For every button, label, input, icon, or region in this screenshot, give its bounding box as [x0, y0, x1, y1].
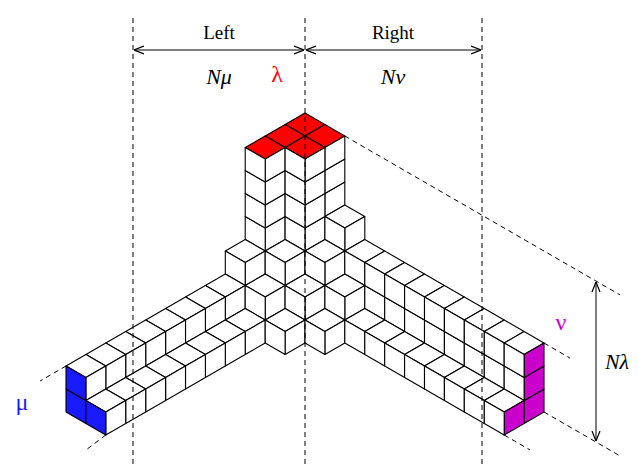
cube-face — [146, 378, 166, 413]
cube-face — [205, 343, 225, 378]
cube-face — [86, 401, 106, 436]
dashed-extension — [86, 435, 106, 450]
cube-face — [325, 320, 345, 355]
dashed-divider — [305, 18, 306, 468]
cube-face — [126, 389, 146, 424]
width-arrow — [134, 50, 304, 51]
partition-label: ν — [556, 310, 567, 334]
cube-face — [285, 148, 305, 183]
cube-face — [265, 148, 285, 183]
partition-label: μ — [16, 390, 29, 414]
cube-face — [345, 320, 365, 355]
cube-face — [166, 366, 186, 401]
cube-face — [245, 148, 265, 183]
dashed-divider — [482, 18, 483, 468]
size-label: Nν — [381, 66, 405, 88]
cube-face — [524, 343, 544, 378]
cube-face — [66, 366, 86, 401]
cube-face — [365, 332, 385, 367]
cube-face — [225, 332, 245, 367]
region-name: Right — [372, 23, 414, 42]
cube-face — [325, 136, 345, 171]
cube-face — [425, 297, 445, 332]
width-arrow — [306, 50, 481, 51]
cube-face — [425, 366, 445, 401]
height-arrow — [596, 282, 597, 441]
cube-face — [106, 401, 126, 436]
region-name: Left — [203, 23, 235, 42]
cube-face — [285, 320, 305, 355]
dashed-extension — [40, 366, 66, 381]
cube-face — [464, 389, 484, 424]
cube-face — [405, 286, 425, 321]
cube-face — [504, 401, 524, 436]
dashed-divider — [133, 18, 134, 468]
dashed-extension — [345, 136, 620, 295]
size-label: Nλ — [605, 351, 629, 373]
cube-face — [385, 343, 405, 378]
dashed-extension — [504, 435, 530, 450]
dashed-extension — [544, 343, 570, 358]
cube-face — [186, 355, 206, 390]
cube-face — [484, 332, 504, 367]
dashed-extension — [544, 412, 620, 456]
cube-face — [444, 309, 464, 344]
guide-lines — [40, 18, 620, 468]
cube-face — [504, 343, 524, 378]
cube-face — [305, 320, 325, 355]
cube-face — [385, 274, 405, 309]
size-label: Nμ — [206, 66, 232, 88]
cube-face — [444, 378, 464, 413]
cube-face — [464, 320, 484, 355]
cube-face — [305, 148, 325, 183]
cube-face — [484, 401, 504, 436]
partition-label: λ — [271, 62, 283, 86]
cube-face — [365, 263, 385, 298]
cube-face — [245, 320, 265, 355]
cube-face — [405, 355, 425, 390]
cube-face — [265, 320, 285, 355]
